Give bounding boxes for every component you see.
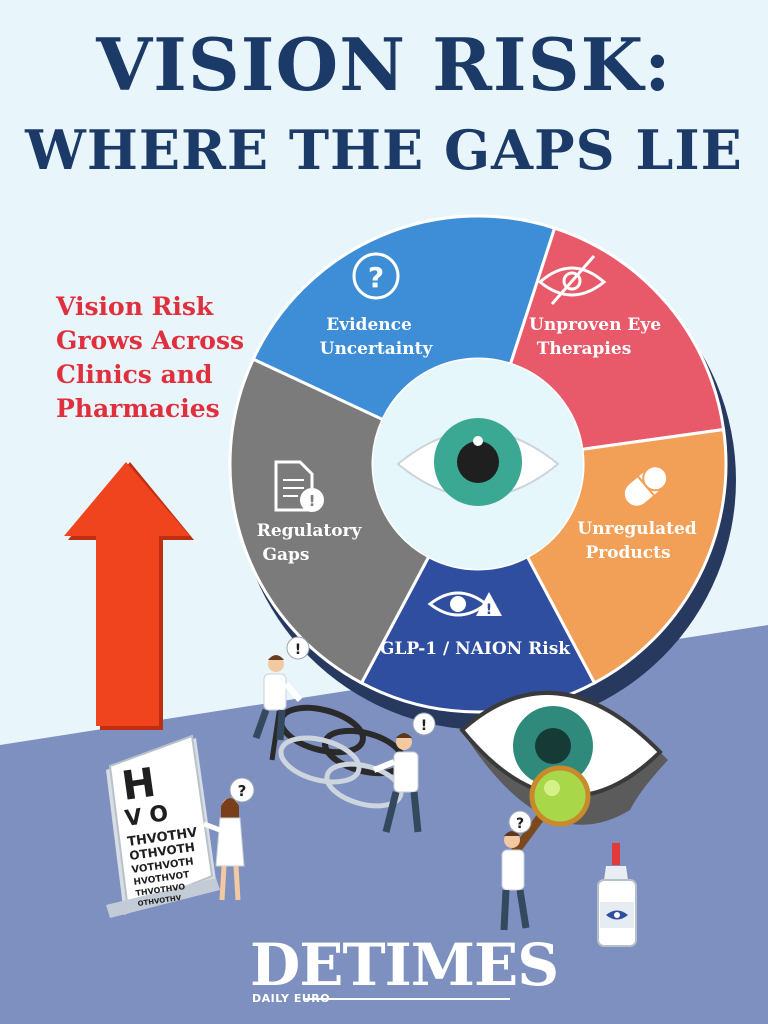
question-bubble: ? xyxy=(229,777,255,803)
title-line-2: WHERE THE GAPS LIE xyxy=(25,118,743,182)
doctor-figure-magnifier xyxy=(500,831,530,931)
exclamation-bubble: ! xyxy=(412,712,436,736)
segment-label-evidence: Evidence Uncertainty xyxy=(320,315,434,359)
segment-label-line: Products xyxy=(585,543,670,563)
doctor-figure-glasses-right xyxy=(372,733,422,833)
side-caption-line: Grows Across xyxy=(56,326,245,355)
side-caption-line: Pharmacies xyxy=(56,394,220,423)
growth-arrow xyxy=(64,462,194,730)
eye-chart-row: H xyxy=(119,760,159,810)
eye-icon xyxy=(396,418,560,506)
doctor-figure-glasses-left xyxy=(252,655,303,741)
segment-label-line: Unregulated xyxy=(577,519,696,539)
eye-chart-row: V O xyxy=(123,801,169,832)
publisher-logo: DETIMES xyxy=(250,931,559,999)
segment-label-unregulated: Unregulated Products xyxy=(577,519,702,563)
eye-slash-icon xyxy=(537,255,607,305)
side-caption: Vision Risk Grows Across Clinics and Pha… xyxy=(56,290,256,426)
question-glyph: ? xyxy=(368,261,384,294)
question-circle-icon: ? xyxy=(352,252,400,300)
alert-glyph: ! xyxy=(309,492,316,510)
segment-label-regulatory: Regulatory Gaps xyxy=(257,521,368,565)
side-caption-line: Clinics and xyxy=(56,360,213,389)
logo-underline xyxy=(305,998,510,1000)
magnifier xyxy=(510,765,591,857)
segment-label-line: Gaps xyxy=(263,545,310,565)
risk-wheel: ? ! ! Evidence Uncerta xyxy=(228,214,736,730)
eye-model xyxy=(459,690,668,825)
segment-label-line: Uncertainty xyxy=(320,339,434,359)
document-alert-icon: ! xyxy=(274,460,324,512)
pill-capsule-icon xyxy=(624,465,669,506)
segment-label-line: GLP-1 / NAION Risk xyxy=(380,639,571,659)
bubble-glyph: ? xyxy=(516,816,524,832)
question-bubble: ? xyxy=(508,810,532,834)
bubble-glyph: ? xyxy=(238,782,247,800)
segment-label-glp1: GLP-1 / NAION Risk xyxy=(380,639,571,659)
eye-warning-icon: ! xyxy=(427,591,502,618)
title-line-1: VISION RISK: xyxy=(96,22,672,107)
eye-drop-bottle xyxy=(597,843,637,947)
side-caption-line: Vision Risk xyxy=(56,292,214,321)
publisher-logo-subtitle: DAILY EURO xyxy=(252,992,331,1005)
segment-label-line: Evidence xyxy=(326,315,412,335)
warning-glyph: ! xyxy=(486,602,492,618)
segment-label-unproven: Unproven Eye Therapies xyxy=(529,315,667,359)
segment-label-line: Therapies xyxy=(537,339,632,359)
exclamation-bubble: ! xyxy=(286,636,310,660)
bubble-glyph: ! xyxy=(421,718,427,734)
doctor-figure-chart xyxy=(203,798,245,901)
segment-label-line: Regulatory xyxy=(257,521,363,541)
bubble-glyph: ! xyxy=(295,642,301,658)
eye-chart: HV OTHVOTHVOTHVOTHVOTHVOTHHVOTHVOTTHVOTH… xyxy=(106,734,220,918)
segment-label-line: Unproven Eye xyxy=(529,315,661,335)
